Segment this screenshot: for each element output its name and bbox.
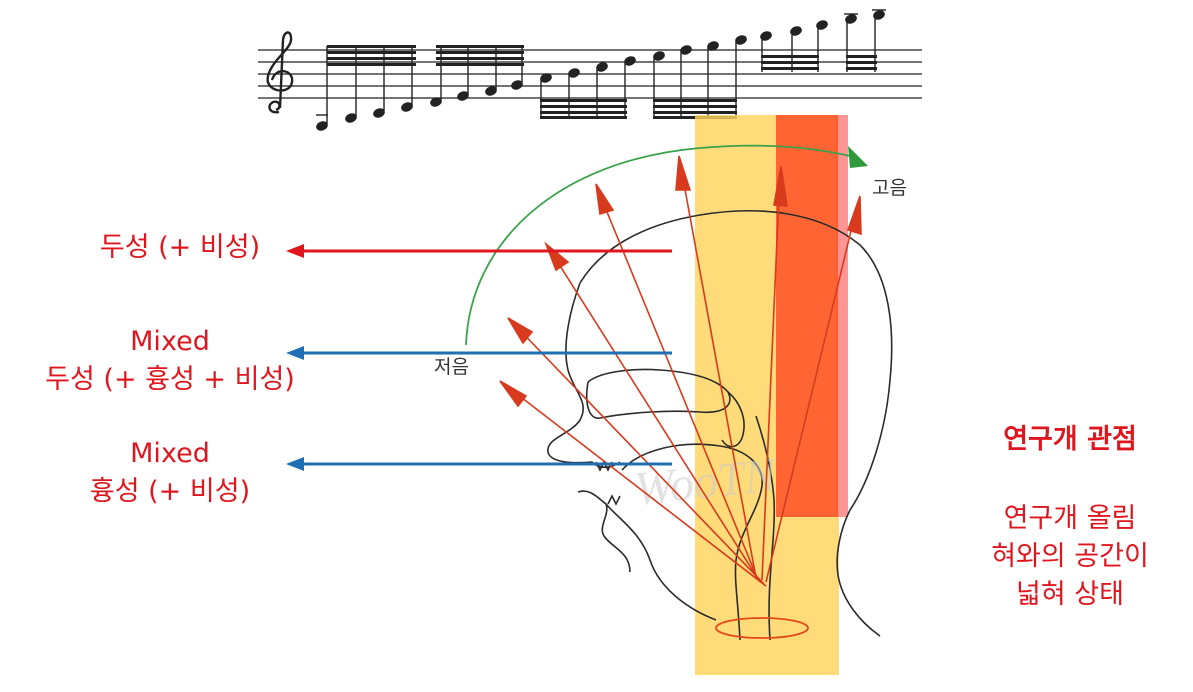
register-label-line: 흉성 (+ 비성) — [89, 476, 251, 507]
register-label-line: Mixed — [130, 438, 210, 469]
pitch-arc — [465, 144, 859, 346]
head-resonance-band-edge — [836, 115, 848, 517]
register-label-head-voice: 두성 (+ 비성) — [60, 229, 300, 267]
note-group-1 — [316, 80, 523, 131]
larynx-ellipse — [715, 617, 809, 639]
side-note-line: 혀와의 공간이 — [991, 541, 1149, 572]
resonance-rays — [499, 155, 862, 587]
register-label-line: 두성 (+ 비성) — [99, 232, 261, 263]
note-group-2 — [540, 35, 747, 83]
register-label-mixed-head: Mixed 두성 (+ 흉성 + 비성) — [0, 323, 340, 399]
treble-clef-icon — [266, 31, 294, 114]
register-arrow-1 — [286, 244, 672, 258]
note-group-3 — [760, 10, 885, 41]
head-outline — [547, 210, 893, 641]
register-label-line: Mixed — [130, 326, 210, 357]
side-note-line: 넓혀 상태 — [1016, 579, 1124, 610]
side-note-body: 연구개 올림 혀와의 공간이 넓혀 상태 — [960, 500, 1180, 614]
register-arrow-3 — [286, 457, 672, 471]
music-staff — [258, 9, 922, 131]
pitch-arc-arrowhead-icon — [848, 146, 868, 168]
side-note-line: 연구개 올림 — [1003, 503, 1137, 534]
arc-end-label: 고음 — [872, 177, 907, 199]
note-beams-3 — [761, 55, 877, 70]
side-note-title: 연구개 관점 — [1003, 424, 1137, 455]
register-label-mixed-chest: Mixed 흉성 (+ 비성) — [50, 435, 290, 511]
head-resonance-band — [776, 115, 838, 517]
register-arrow-2 — [286, 346, 672, 360]
note-beams-1 — [327, 45, 524, 66]
arc-start-label: 저음 — [434, 356, 469, 378]
register-label-line: 두성 (+ 흉성 + 비성) — [45, 364, 295, 395]
